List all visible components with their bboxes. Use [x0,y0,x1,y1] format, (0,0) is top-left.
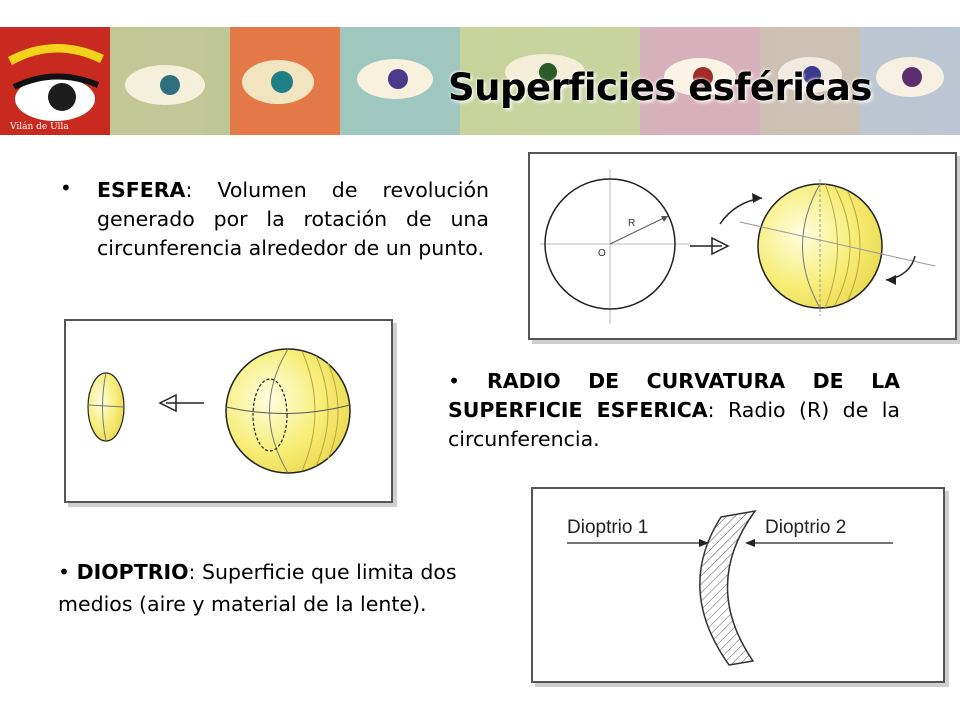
label-dioptrio-1: Dioptrio 1 [567,517,648,538]
bullet-radio-curvatura: • RADIO DE CURVATURA DE LA SUPERFICIE ES… [448,367,900,454]
term-esfera: ESFERA [97,178,186,202]
definition-dioptrio: : Superficie que limita dos medios (aire… [58,560,457,616]
left-arrow-icon [158,393,204,413]
sphere-generation-figure: R O [528,152,957,340]
arrow-right-icon [699,539,709,547]
term-radio-curvatura: RADIO DE CURVATURA DE LA SUPERFICIE ESFE… [448,369,900,422]
right-arrow-icon [690,236,730,256]
label-O: O [598,248,606,259]
sphere-lens-figure [64,319,393,503]
svg-text:Vilán de Ulla: Vilán de Ulla [9,121,69,132]
arrow-left-icon [745,539,755,547]
rotation-arrow-icon [886,275,896,285]
lens-shape [699,509,757,666]
header-banner: Vilán de Ulla [0,27,960,135]
bullet-esfera: ESFERA: Volumen de revolución generado p… [97,176,489,263]
bullet-marker: • [448,369,487,393]
bullet-marker: • [58,560,77,584]
decorative-eyes-artwork: Vilán de Ulla [0,27,960,135]
rotation-arrow-icon [752,193,762,203]
bullet-dioptrio: • DIOPTRIO: Superficie que limita dos me… [58,556,483,620]
label-R: R [628,218,635,229]
label-dioptrio-2: Dioptrio 2 [765,517,846,538]
slide-title: Superficies esféricas [448,66,872,109]
dioptrio-figure: Dioptrio 1 Dioptrio 2 [531,487,945,683]
definition-radio-curvatura: : Radio (R) de la circunferencia. [448,398,900,451]
definition-esfera: : Volumen de revolución generado por la … [97,178,489,260]
bullet-marker: • [60,176,72,200]
term-dioptrio: DIOPTRIO [76,560,189,584]
